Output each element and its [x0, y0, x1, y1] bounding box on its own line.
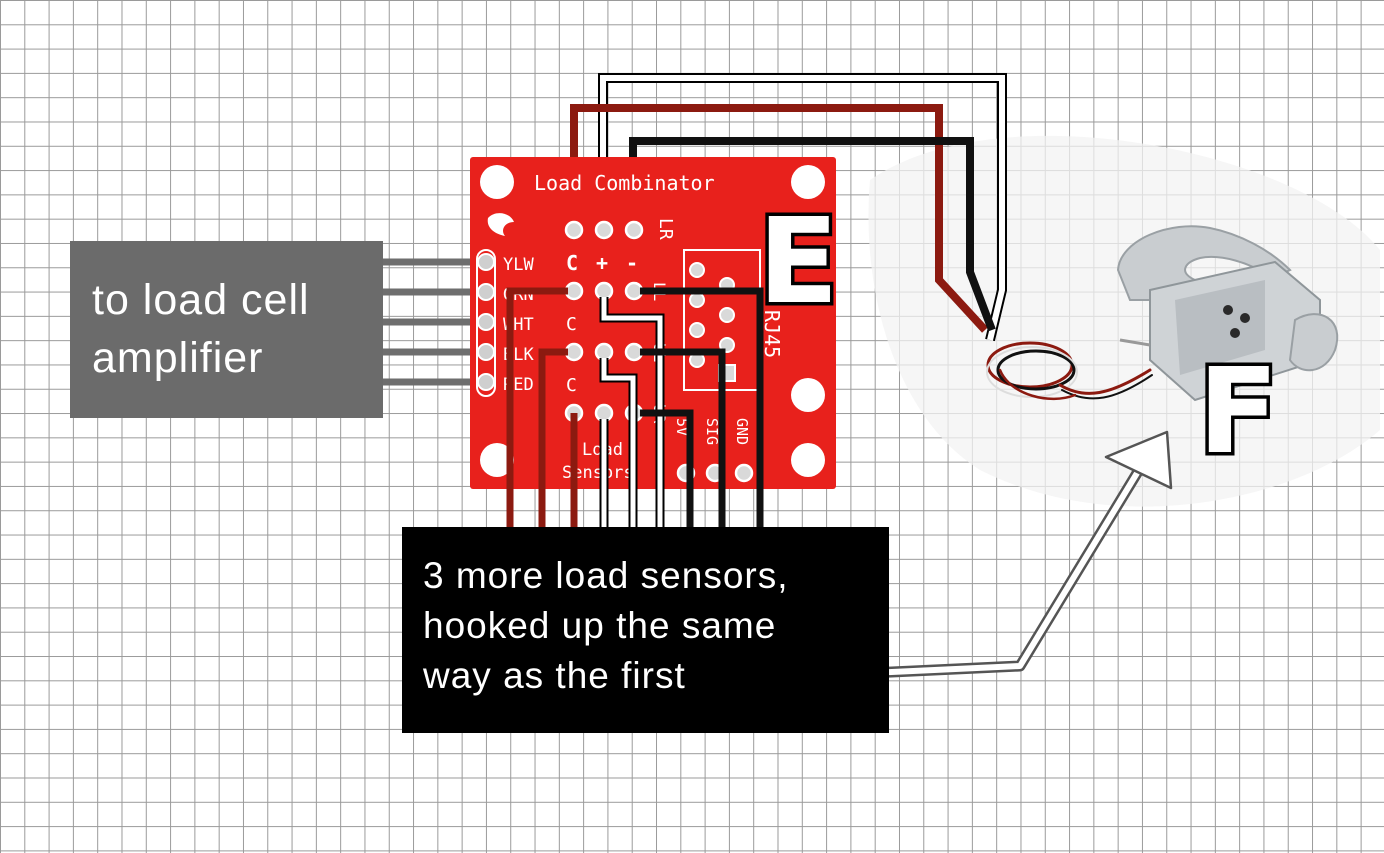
label-sig: SIG — [703, 418, 721, 445]
mount-hole — [791, 165, 825, 199]
amplifier-callout: to load cell amplifier — [70, 241, 383, 418]
mount-hole — [791, 378, 825, 412]
label-sensors: Sensors — [562, 463, 634, 483]
board-body — [470, 157, 836, 489]
marker-f: F — [1198, 342, 1279, 480]
red-wire — [570, 104, 988, 333]
sensors-label-line1: 3 more load sensors, — [423, 555, 789, 596]
mount-hole — [480, 165, 514, 199]
fire-logo-icon — [487, 213, 514, 236]
amplifier-label-line2: amplifier — [92, 334, 264, 382]
pin-label-ylw: YLW — [503, 255, 534, 275]
wire-coil — [986, 341, 1153, 400]
sensors-label-line2: hooked up the same — [423, 605, 777, 646]
left-header — [476, 249, 496, 397]
label-lr: LR — [655, 218, 676, 240]
col-label-minus: - — [626, 251, 638, 275]
lower-wires — [506, 287, 764, 530]
sensors-label-line3: way as the first — [423, 655, 686, 696]
board-title: Load Combinator — [534, 171, 715, 195]
amplifier-wires — [383, 258, 485, 386]
mount-hole — [480, 443, 514, 477]
col-label-plus: + — [596, 251, 608, 275]
mount-hole — [791, 443, 825, 477]
sensor-wires — [570, 73, 1007, 342]
load-sensor — [1116, 225, 1339, 402]
col-label-c-2: C — [566, 314, 577, 335]
amplifier-label-line1: to load cell — [92, 276, 310, 324]
more-sensors-callout: 3 more load sensors, hooked up the same … — [402, 527, 889, 733]
col-label-c: C — [566, 251, 578, 275]
arrow-head-icon — [1104, 430, 1173, 490]
label-rj45: RJ45 — [760, 310, 784, 358]
marker-e: E — [758, 192, 839, 330]
label-gnd: GND — [733, 418, 751, 445]
white-wire — [600, 75, 1005, 341]
col-label-c-3: C — [566, 375, 577, 396]
sensor-shadow — [868, 135, 1380, 507]
